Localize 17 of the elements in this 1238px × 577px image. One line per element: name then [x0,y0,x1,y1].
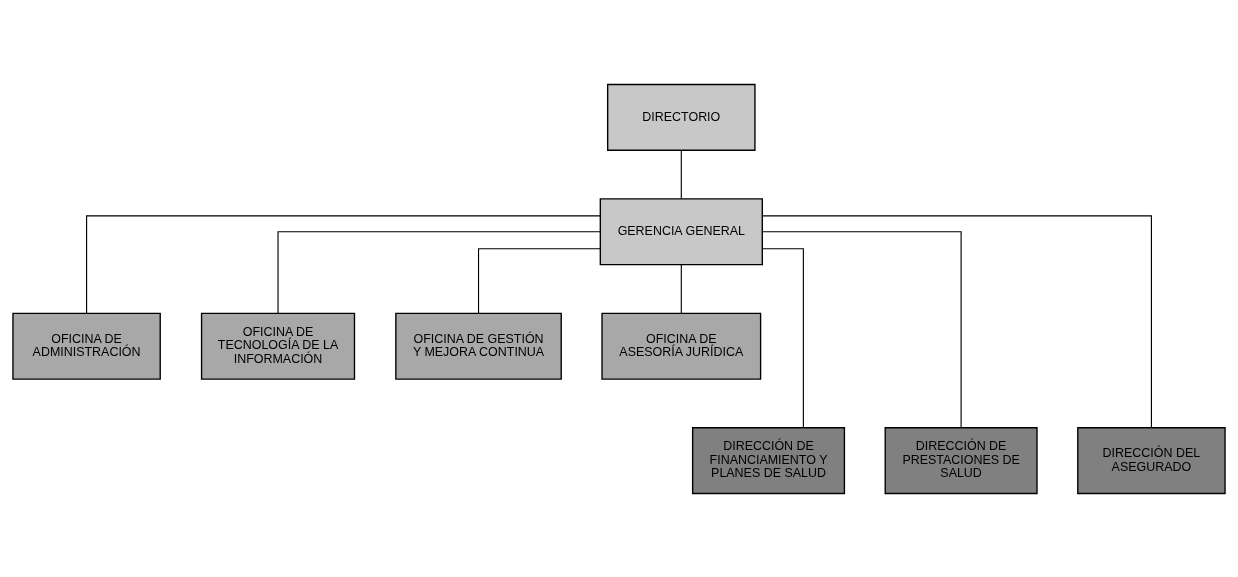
connector [680,149,682,199]
node-box: DIRECCIÓN DE FINANCIAMIENTO Y PLANES DE SALUD [691,426,846,494]
node-box: GERENCIA GENERAL [599,197,763,265]
node-box: OFICINA DE GESTIÓN Y MEJORA CONTINUA [395,312,562,380]
connector [680,263,682,314]
connector [762,214,1152,428]
connector [86,214,601,314]
connector [477,247,601,314]
node-box: DIRECCIÓN DE PRESTACIONES DE SALUD [884,426,1038,494]
connector [761,247,804,428]
node-box: DIRECCIÓN DEL ASEGURADO [1077,426,1226,494]
connector [762,230,962,428]
connector [277,230,601,314]
node-box: OFICINA DE ASESORÍA JURÍDICA [601,312,762,380]
node-box: OFICINA DE ADMINISTRACIÓN [12,312,161,380]
node-box: OFICINA DE TECNOLOGÍA DE LA INFORMACIÓN [200,312,356,380]
node-box: DIRECTORIO [607,83,756,151]
